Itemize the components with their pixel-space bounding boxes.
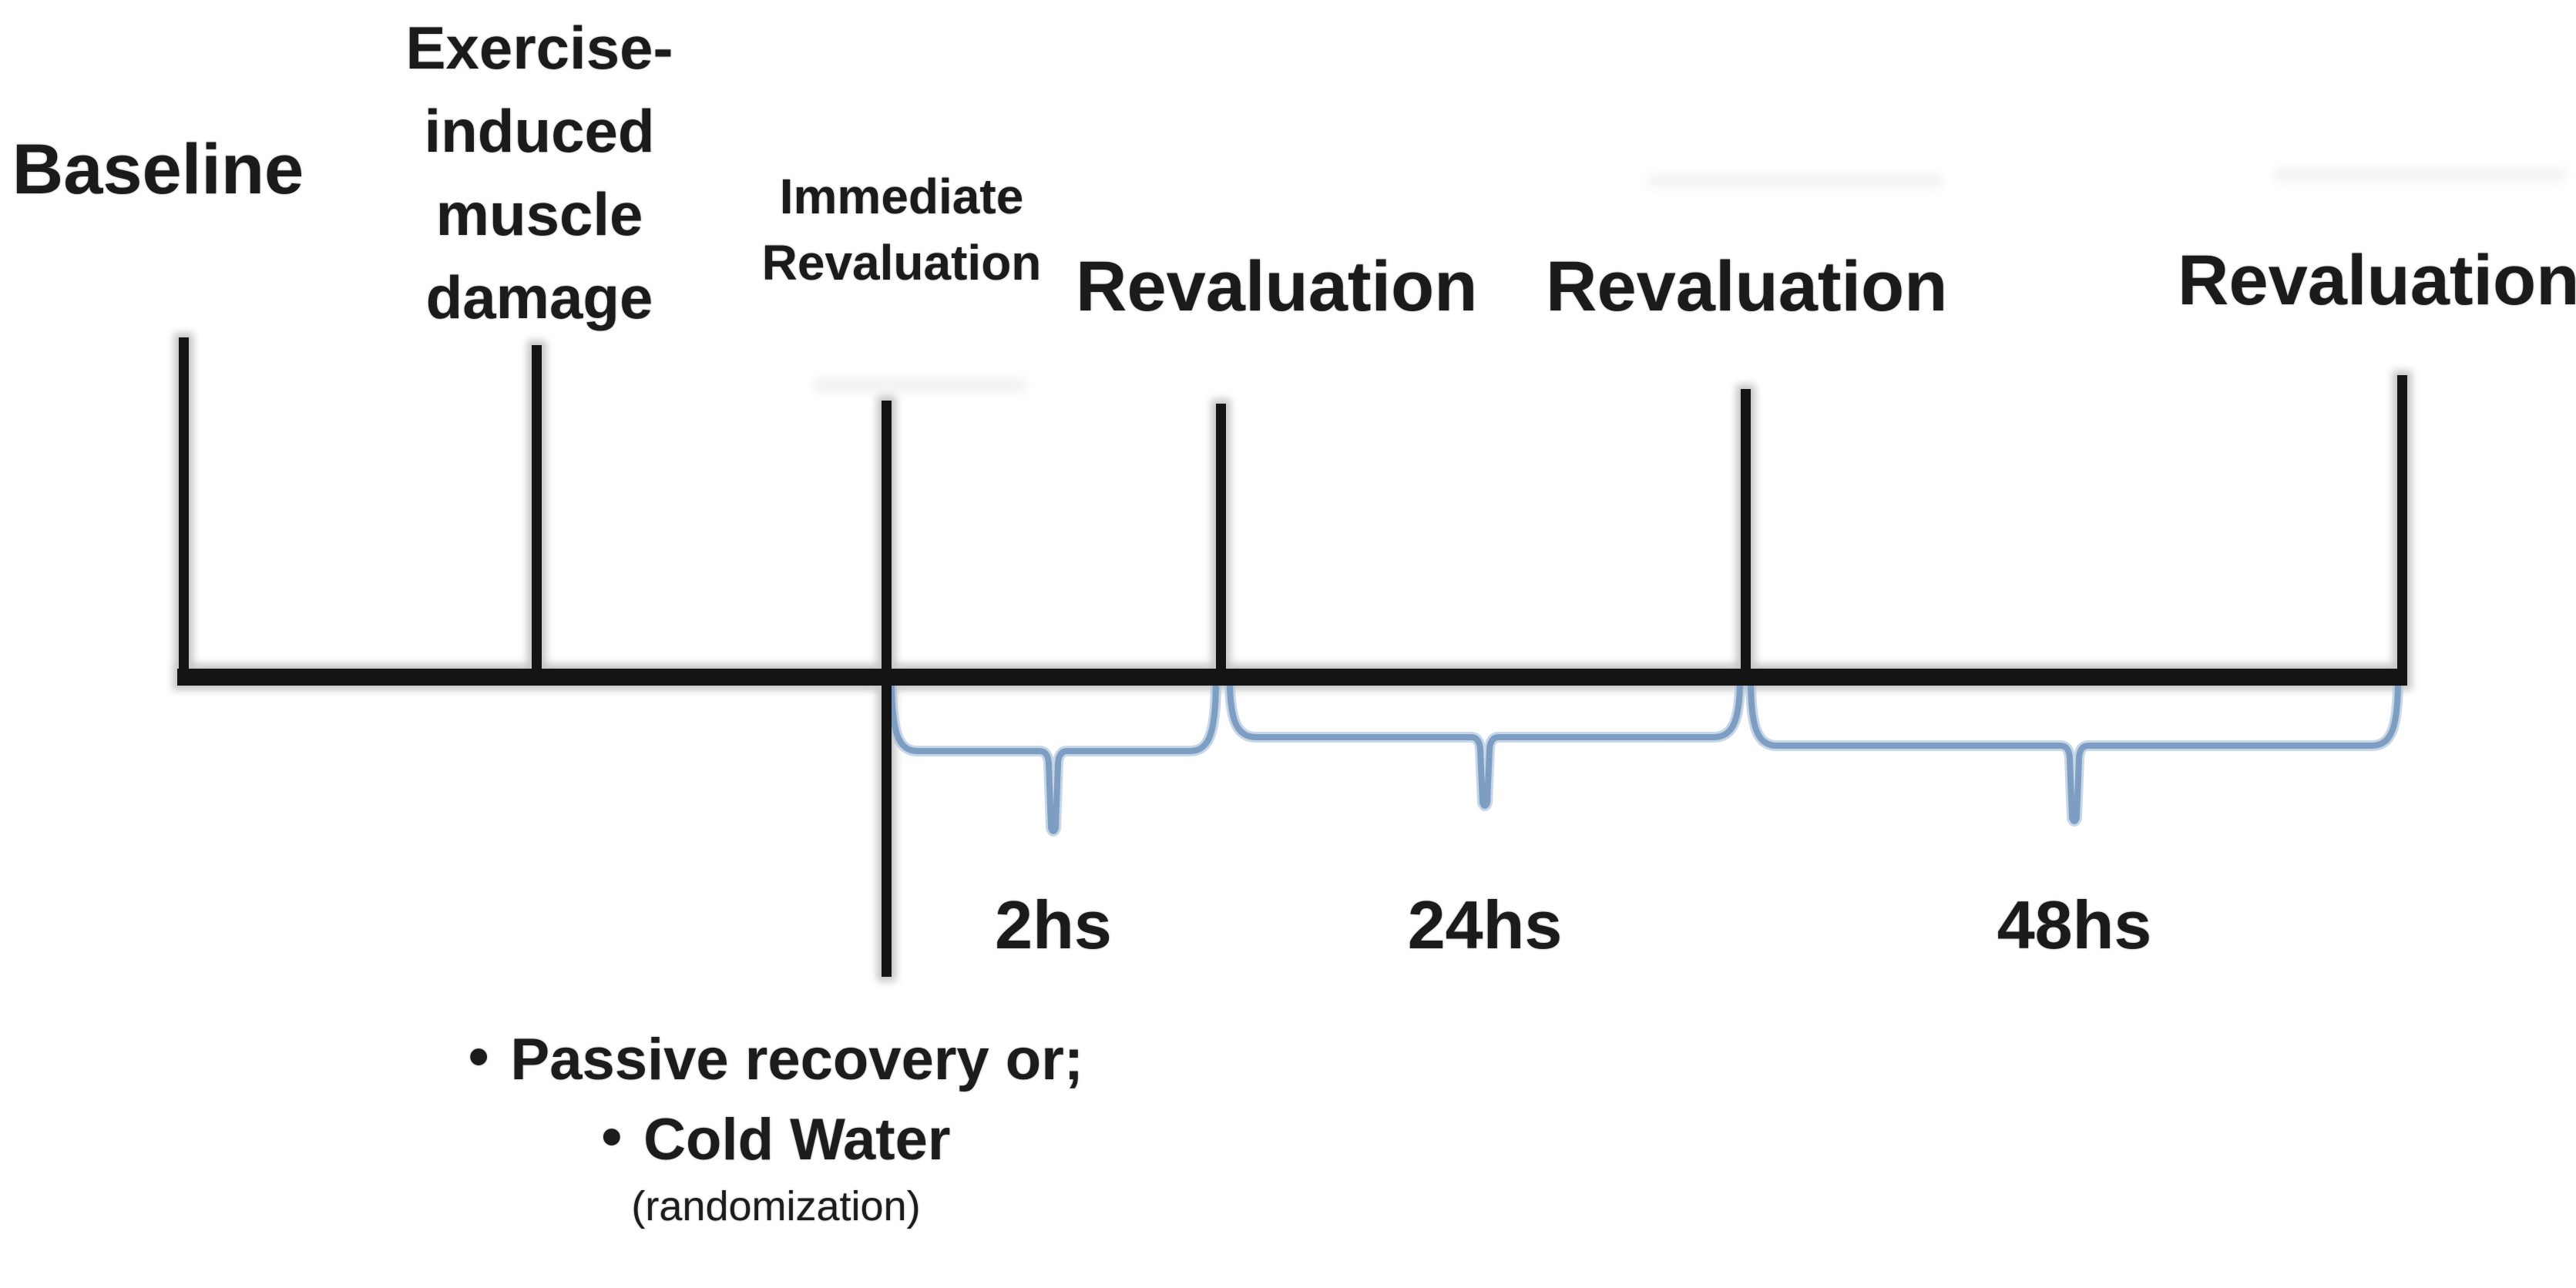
interval-label-48hs: 48hs	[1997, 887, 2152, 963]
randomization-note: (randomization)	[631, 1183, 921, 1229]
event-label-muscle-damage: Exercise- induced muscle damage	[347, 6, 732, 339]
bullet-text: Cold Water	[643, 1107, 951, 1172]
bullet-item-passive-recovery: • Passive recovery or;	[391, 1024, 1161, 1093]
brace-48hs	[1748, 683, 2401, 824]
event-label-line: induced	[424, 97, 655, 165]
faint-smudges	[813, 169, 2566, 391]
event-label-line: damage	[425, 263, 653, 331]
event-label-line: muscle	[435, 180, 643, 248]
interval-label-2hs: 2hs	[995, 887, 1112, 963]
event-label-baseline: Baseline	[12, 130, 304, 209]
event-label-revaluation-24h: Revaluation	[1546, 247, 1948, 326]
event-label-revaluation-2h: Revaluation	[1076, 247, 1478, 326]
tick-revaluation-2h	[1216, 404, 1226, 686]
timeline-axis	[177, 337, 2407, 977]
brace-24hs	[1227, 683, 1743, 809]
timeline-bar	[177, 669, 2407, 686]
interval-label-24hs: 24hs	[1407, 887, 1563, 963]
event-label-revaluation-48h: Revaluation	[2178, 241, 2576, 320]
smudge-mark	[2275, 169, 2566, 180]
tick-immediate-revaluation	[882, 401, 892, 977]
bullet-icon: •	[468, 1024, 489, 1089]
bullet-text: Passive recovery or;	[510, 1027, 1084, 1092]
tick-revaluation-24h	[1741, 389, 1751, 686]
smudge-mark	[1649, 176, 1942, 186]
line-shadows	[173, 333, 2412, 981]
brace-2hs	[888, 683, 1219, 834]
tick-revaluation-48h	[2397, 375, 2407, 686]
bullet-icon: •	[601, 1104, 623, 1169]
tick-muscle-damage	[532, 345, 542, 686]
event-label-line: Immediate	[779, 169, 1024, 224]
smudge-mark	[813, 379, 1025, 391]
event-label-line: Exercise-	[405, 14, 673, 82]
tick-baseline	[179, 337, 189, 686]
event-label-line: Revaluation	[761, 235, 1042, 290]
event-label-immediate-revaluation: Immediate Revaluation	[670, 163, 1133, 296]
bullet-item-cold-water: • Cold Water	[391, 1104, 1161, 1173]
interval-braces	[886, 680, 2403, 837]
